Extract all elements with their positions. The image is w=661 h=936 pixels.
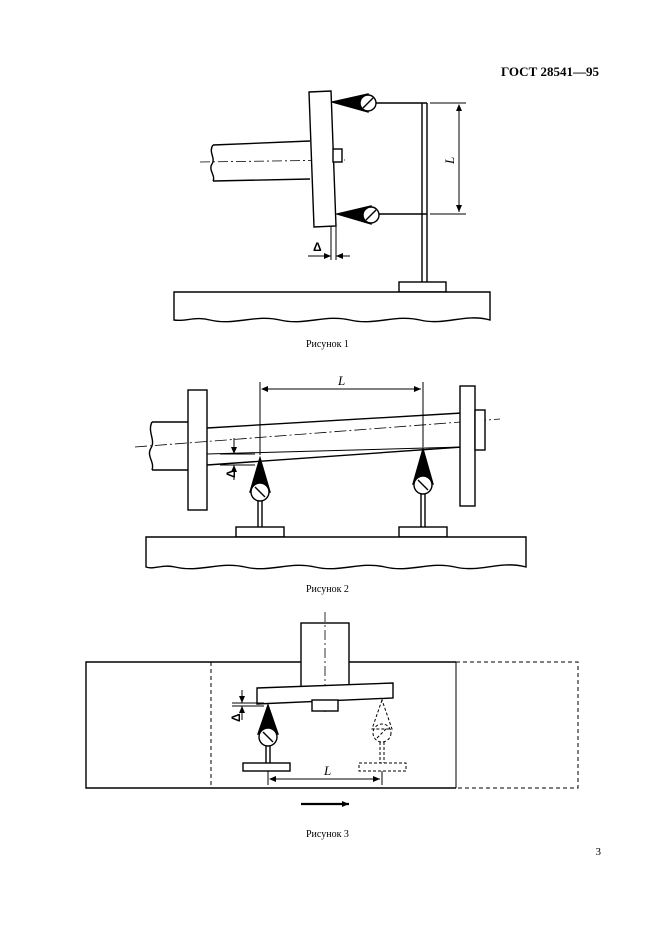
dimension-delta: [308, 226, 350, 260]
right-hub: [474, 409, 486, 451]
base: [145, 536, 527, 570]
dimension-L: [267, 771, 383, 785]
dial-indicator-top: [331, 93, 377, 113]
label-L-fig1: L: [442, 157, 457, 165]
label-delta-fig3: Δ: [229, 713, 243, 722]
left-flange: [187, 389, 208, 511]
dial-indicator: [242, 702, 291, 772]
figure-1: [173, 90, 491, 323]
dimension-delta: [220, 438, 255, 480]
page-number: 3: [595, 846, 602, 858]
shaft-stub: [148, 421, 188, 471]
figure-3-caption: Рисунок 3: [306, 829, 349, 840]
dimension-delta: [232, 690, 264, 720]
shaft: [199, 140, 346, 182]
spindle: [300, 612, 350, 715]
stand: [376, 102, 447, 293]
figure-2-caption: Рисунок 2: [306, 584, 349, 595]
hub: [311, 699, 339, 712]
table-frame: [85, 661, 456, 789]
hub: [332, 148, 343, 163]
label-delta-fig1: Δ: [313, 240, 322, 254]
label-delta-fig2: Δ: [224, 469, 238, 478]
label-L-fig3: L: [323, 763, 331, 778]
dimension-L: [259, 382, 424, 455]
dial-indicator-right: [398, 446, 448, 538]
label-L-fig2: L: [337, 373, 345, 388]
disc: [256, 682, 394, 705]
dial-indicator-left: [235, 455, 285, 538]
arbor: [206, 412, 463, 466]
dimension-L: [430, 102, 466, 215]
dial-indicator-shifted: [358, 698, 407, 772]
disc: [308, 90, 337, 228]
document-header: ГОСТ 28541—95: [500, 64, 599, 79]
figure-3: [85, 612, 579, 807]
dial-indicator-bottom: [334, 205, 380, 225]
right-flange: [459, 385, 476, 507]
figure-2: [134, 382, 527, 570]
figure-1-caption: Рисунок 1: [306, 339, 349, 350]
base: [173, 291, 491, 323]
